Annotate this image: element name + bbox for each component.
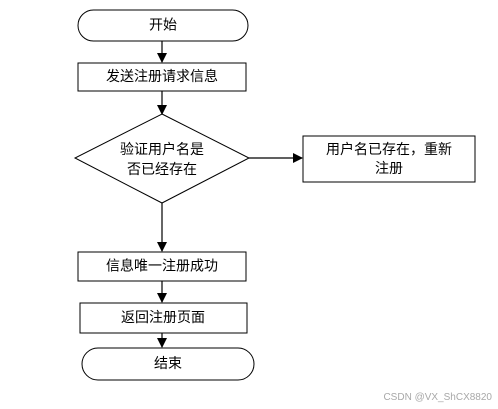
- check-username-decision: 验证用户名是 否已经存在: [73, 113, 251, 204]
- unique-success-label: 信息唯一注册成功: [106, 258, 218, 275]
- check-username-label-line1: 验证用户名是: [120, 141, 204, 158]
- return-page-node: 返回注册页面: [79, 302, 248, 334]
- watermark-text: CSDN @VX_ShCX8820: [383, 392, 492, 403]
- unique-success-node: 信息唯一注册成功: [77, 251, 247, 282]
- exists-reregister-node: 用户名已存在，重新 注册: [302, 135, 476, 183]
- start-label: 开始: [149, 18, 177, 34]
- check-username-label-line2: 否已经存在: [127, 162, 197, 178]
- exists-reregister-label-line1: 用户名已存在，重新: [326, 141, 452, 158]
- start-node: 开始: [77, 9, 249, 42]
- return-page-label: 返回注册页面: [121, 310, 205, 326]
- send-request-label: 发送注册请求信息: [106, 68, 218, 85]
- end-node: 结束: [81, 347, 255, 381]
- end-label: 结束: [154, 356, 182, 372]
- exists-reregister-label-line2: 注册: [375, 161, 403, 177]
- send-request-node: 发送注册请求信息: [77, 62, 247, 92]
